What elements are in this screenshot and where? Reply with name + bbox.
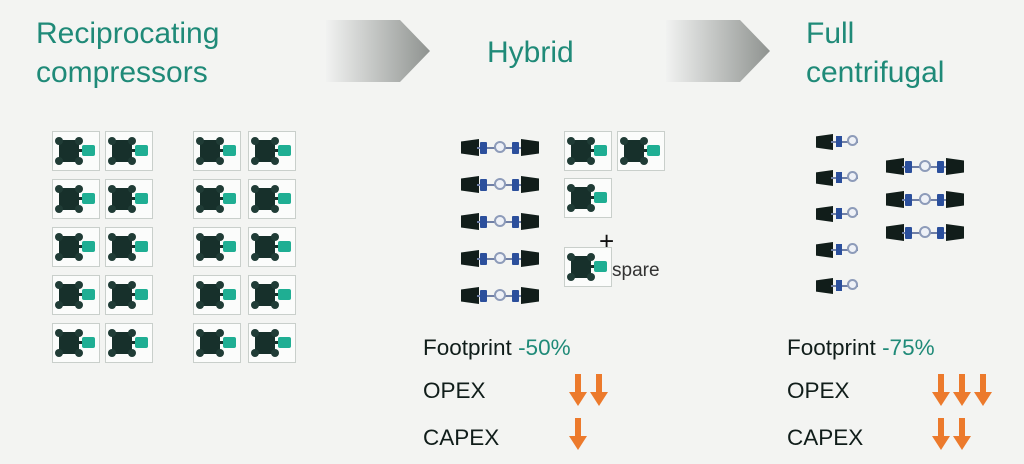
title-centrifugal: Full centrifugal [806, 14, 944, 92]
reciprocating-compressor-icon [248, 275, 296, 315]
reciprocating-compressor-icon [105, 275, 153, 315]
down-arrow-icon [569, 374, 587, 406]
reciprocating-compressor-icon [193, 323, 241, 363]
down-arrow-icon [932, 374, 950, 406]
reciprocating-compressor-icon [248, 323, 296, 363]
centrifugal-compressor-train-icon [461, 137, 539, 159]
reciprocating-compressor-icon [564, 178, 612, 218]
centrifugal-footprint: Footprint -75% [787, 334, 935, 362]
reciprocating-compressor-icon [193, 275, 241, 315]
reciprocating-compressor-icon [105, 323, 153, 363]
title-hybrid: Hybrid [487, 33, 574, 72]
centrifugal-compressor-train-icon [886, 156, 964, 178]
centrifugal-compressor-train-icon [886, 189, 964, 211]
centrifugal-opex-label: OPEX [787, 378, 850, 403]
hybrid-capex-arrows [569, 418, 619, 452]
down-arrow-icon [569, 418, 587, 450]
hybrid-opex-label: OPEX [423, 378, 486, 403]
reciprocating-compressor-icon [248, 227, 296, 267]
reciprocating-compressor-icon [52, 179, 100, 219]
down-arrow-icon [590, 374, 608, 406]
title-reciprocating-line2: compressors [36, 56, 208, 89]
centrifugal-compressor-icon [816, 240, 862, 260]
reciprocating-compressor-icon [193, 179, 241, 219]
title-reciprocating: Reciprocating compressors [36, 14, 219, 92]
reciprocating-compressor-icon [248, 131, 296, 171]
title-centrifugal-line1: Full [806, 17, 855, 50]
centrifugal-capex-label: CAPEX [787, 425, 864, 450]
reciprocating-compressor-icon [193, 227, 241, 267]
hybrid-opex-arrows [569, 374, 619, 408]
reciprocating-compressor-icon [564, 131, 612, 171]
centrifugal-compressor-train-icon [461, 285, 539, 307]
reciprocating-compressor-icon [52, 227, 100, 267]
down-arrow-icon [953, 418, 971, 450]
centrifugal-compressor-train-icon [886, 222, 964, 244]
footprint-label: Footprint [787, 335, 876, 360]
down-arrow-icon [974, 374, 992, 406]
reciprocating-compressor-icon [105, 227, 153, 267]
centrifugal-compressor-train-icon [461, 211, 539, 233]
reciprocating-compressor-icon [617, 131, 665, 171]
reciprocating-compressor-icon [248, 179, 296, 219]
title-reciprocating-line1: Reciprocating [36, 17, 220, 50]
centrifugal-compressor-icon [816, 168, 862, 188]
hybrid-capex-label: CAPEX [423, 425, 500, 450]
footprint-value: -50% [518, 335, 571, 360]
centrifugal-compressor-icon [816, 204, 862, 224]
reciprocating-compressor-icon [193, 131, 241, 171]
title-centrifugal-line2: centrifugal [806, 56, 945, 89]
reciprocating-compressor-icon [52, 323, 100, 363]
centrifugal-compressor-train-icon [461, 174, 539, 196]
centrifugal-compressor-icon [816, 276, 862, 296]
centrifugal-opex-arrows [932, 374, 1002, 408]
chevron-arrow-icon [326, 20, 430, 82]
chevron-arrow-icon [666, 20, 770, 82]
centrifugal-capex-arrows [932, 418, 982, 452]
centrifugal-compressor-train-icon [461, 248, 539, 270]
reciprocating-compressor-icon [105, 131, 153, 171]
hybrid-footprint: Footprint -50% [423, 334, 571, 362]
reciprocating-compressor-icon [52, 131, 100, 171]
spare-label: spare [612, 260, 660, 281]
title-hybrid-line1: Hybrid [487, 36, 574, 69]
footprint-label: Footprint [423, 335, 512, 360]
down-arrow-icon [932, 418, 950, 450]
footprint-value: -75% [882, 335, 935, 360]
reciprocating-compressor-icon [52, 275, 100, 315]
centrifugal-compressor-icon [816, 132, 862, 152]
reciprocating-compressor-icon [105, 179, 153, 219]
reciprocating-compressor-icon [564, 247, 612, 287]
down-arrow-icon [953, 374, 971, 406]
